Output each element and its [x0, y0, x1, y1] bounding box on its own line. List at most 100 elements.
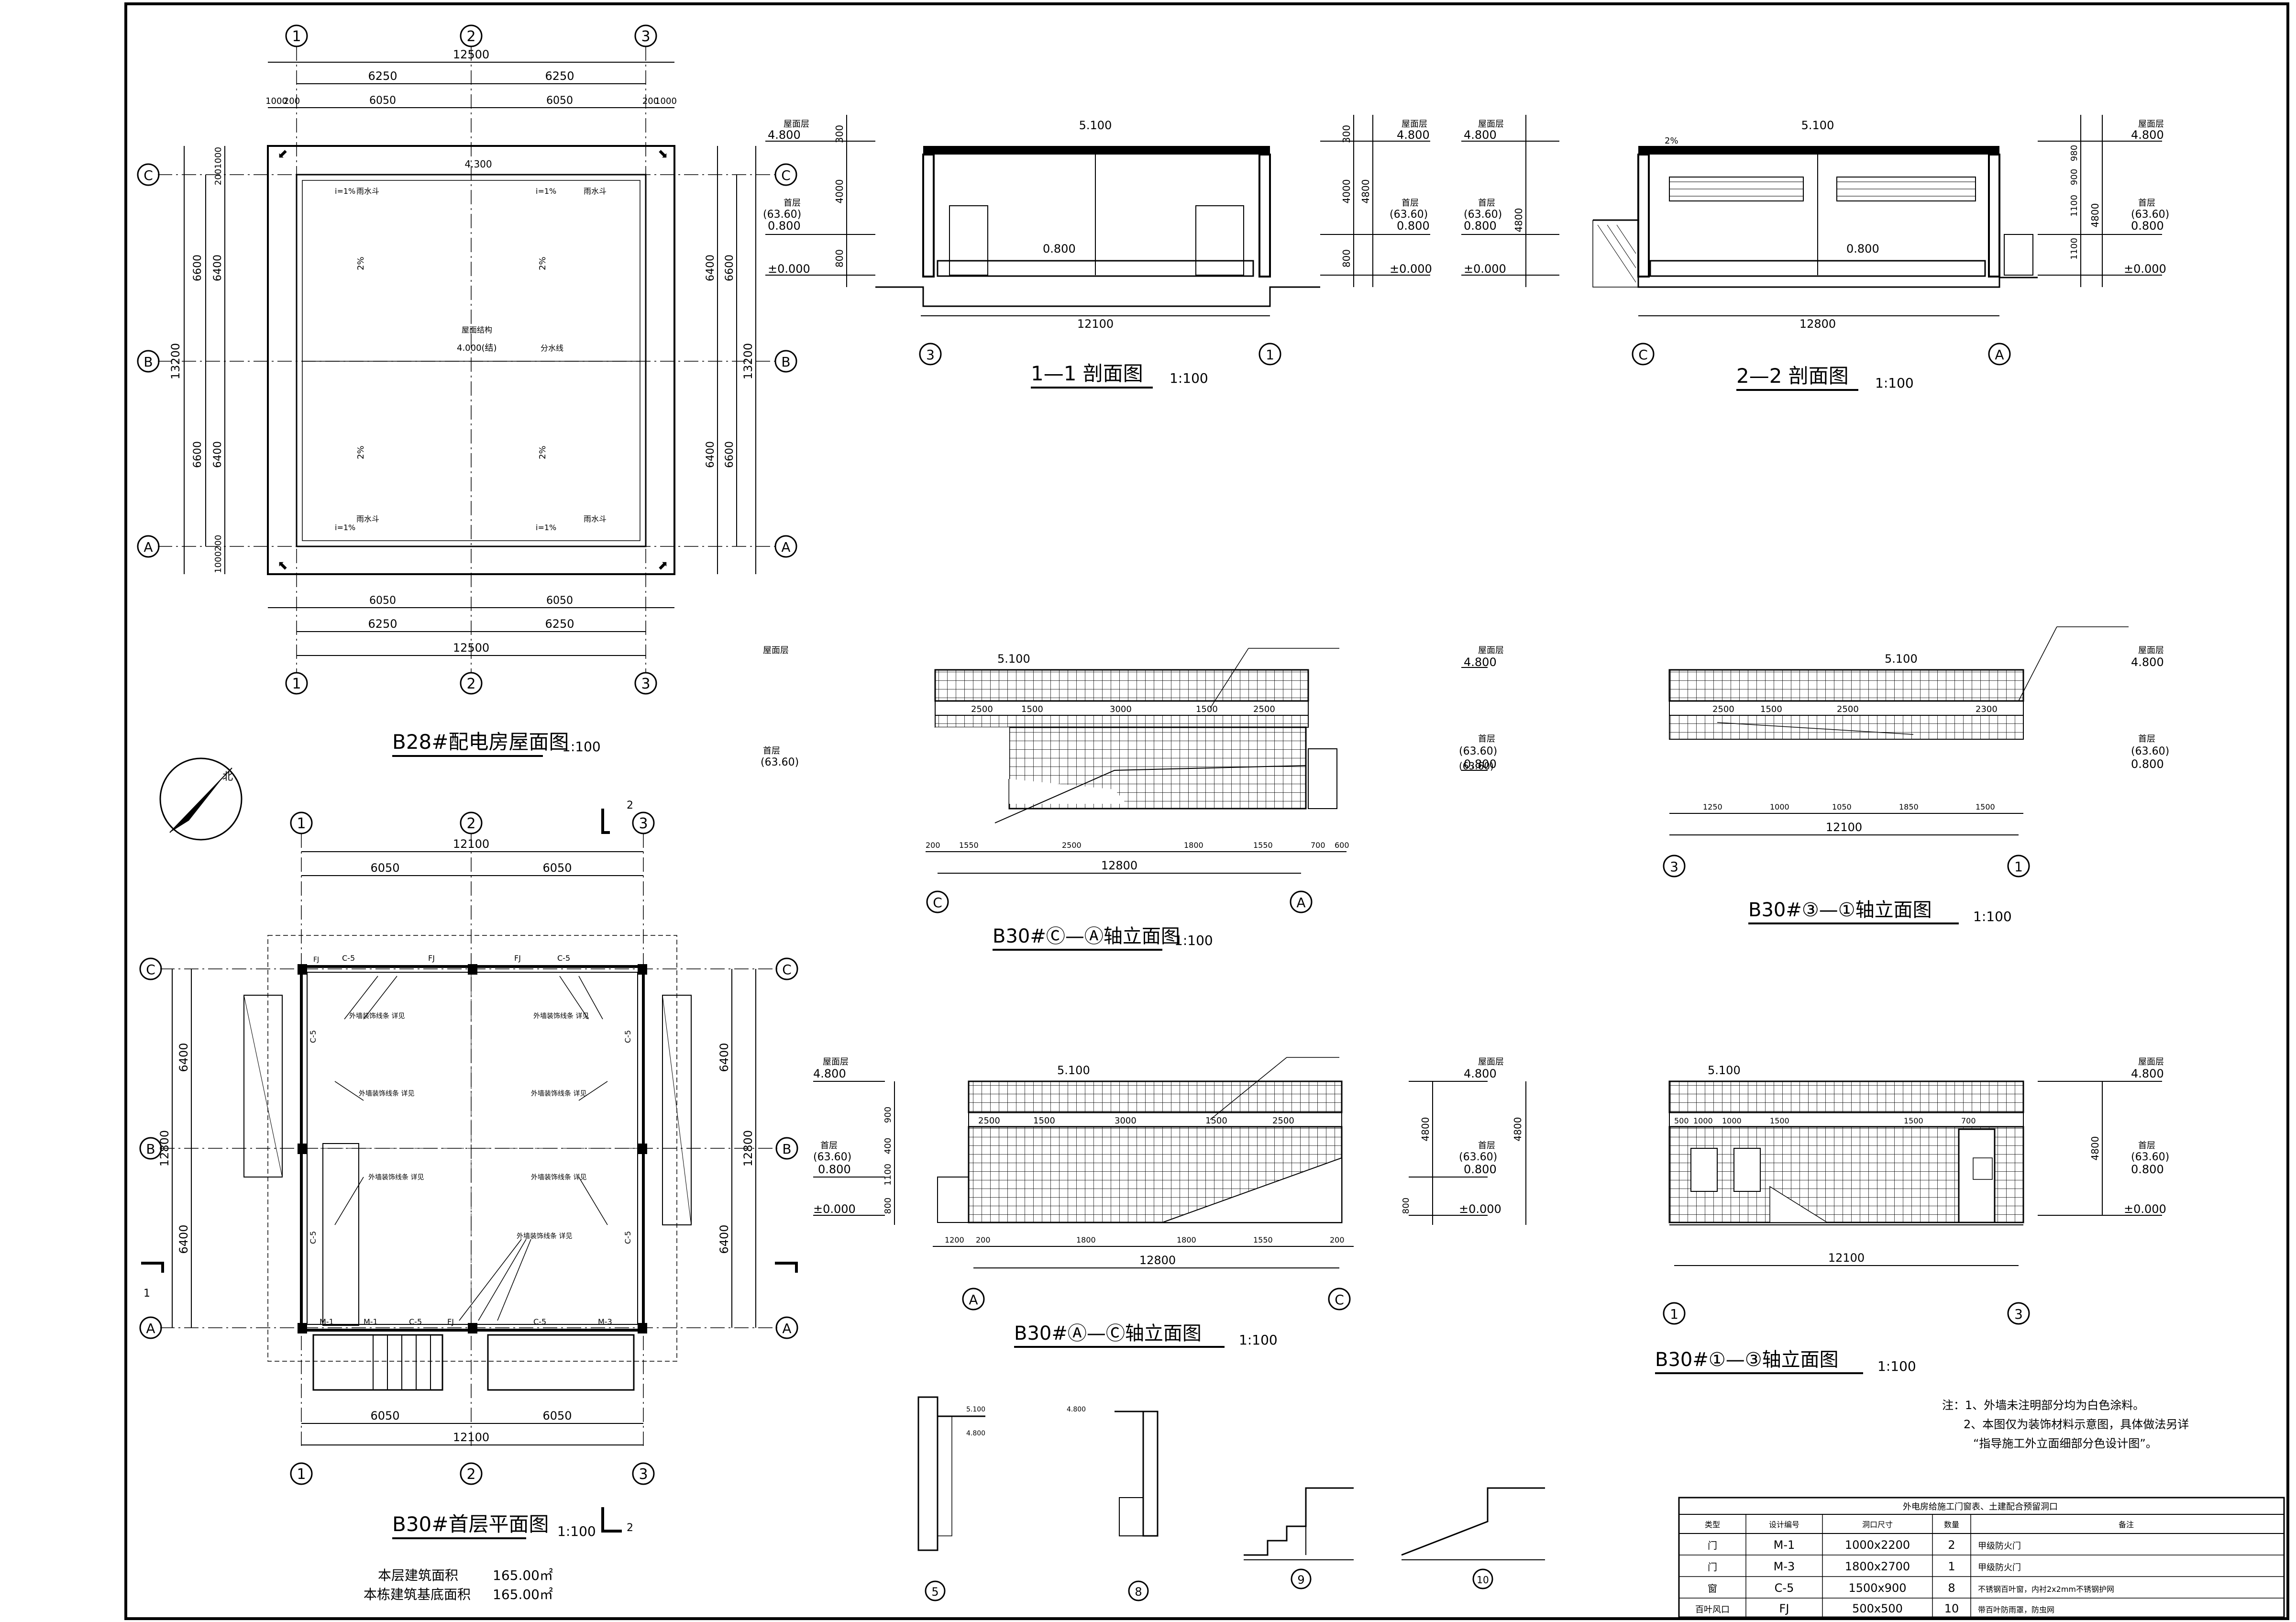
general-notes: 注：1、外墙未注明部分均为白色涂料。 2、本图仅为装饰材料示意图，具体做法另详 … — [1942, 1399, 2189, 1450]
svg-text:1:100: 1:100 — [1170, 370, 1208, 386]
axis-A-right: A — [774, 535, 797, 558]
detail-10-mark: 10 — [1472, 1568, 1493, 1589]
svg-text:2300: 2300 — [1976, 704, 1998, 714]
floor-area-value: 165.00㎡ — [493, 1567, 553, 1583]
svg-text:C: C — [782, 962, 792, 978]
svg-text:A: A — [146, 1321, 155, 1336]
axis-2-fp-top: 2 — [460, 811, 483, 834]
svg-text:1800x2700: 1800x2700 — [1845, 1560, 1910, 1573]
section-2-title: 2—2 剖面图 — [1736, 364, 1849, 388]
svg-text:200: 200 — [284, 96, 300, 106]
svg-text:6250: 6250 — [368, 617, 397, 631]
svg-text:200: 200 — [1330, 1235, 1345, 1244]
elevation-3-1: 屋面层 4.800 首层 (63.60) 0.800 (63.60) 5.100… — [1459, 626, 2169, 924]
axis-1-elev31: 1 — [2007, 855, 2030, 878]
svg-text:4.800: 4.800 — [768, 128, 801, 142]
svg-text:1000: 1000 — [213, 551, 223, 573]
axis-3-sec1: 3 — [919, 343, 942, 366]
svg-text:2: 2 — [627, 800, 633, 811]
svg-text:900: 900 — [2069, 169, 2079, 185]
svg-text:(63.60): (63.60) — [1464, 209, 1502, 221]
svg-text:200: 200 — [926, 841, 940, 850]
svg-text:数量: 数量 — [1944, 1520, 1959, 1529]
schedule-row: 门 M-3 1800x2700 1 甲级防火门 — [1708, 1560, 2021, 1573]
svg-text:1: 1 — [297, 1466, 306, 1483]
svg-text:4800: 4800 — [1513, 208, 1524, 233]
svg-text:6400: 6400 — [705, 441, 717, 468]
svg-text:C: C — [144, 167, 153, 183]
svg-text:4.800: 4.800 — [813, 1067, 846, 1080]
axis-3-elev13: 3 — [2007, 1302, 2030, 1325]
svg-text:2500: 2500 — [978, 1116, 1000, 1126]
axis-3-bottom: 3 — [634, 672, 657, 695]
floor-plan: 1 2 3 12100 6050 6050 2 C-5 — [139, 800, 798, 1602]
svg-text:1: 1 — [292, 676, 301, 692]
svg-text:A: A — [782, 1321, 791, 1336]
svg-text:12800: 12800 — [158, 1130, 171, 1167]
roof-plan: 1 2 3 12500 6250 6250 1000 200 6050 6050… — [137, 24, 797, 757]
svg-text:C: C — [1638, 347, 1648, 363]
svg-text:C: C — [1335, 1292, 1344, 1308]
axis-1-fp-bottom: 1 — [290, 1462, 313, 1485]
svg-text:6400: 6400 — [177, 1043, 190, 1072]
svg-text:C-5: C-5 — [309, 1030, 318, 1043]
svg-text:B: B — [144, 354, 153, 370]
floor-area-label: 本层建筑面积 — [378, 1567, 458, 1583]
svg-text:C-5: C-5 — [1775, 1581, 1794, 1595]
svg-text:10: 10 — [1477, 1574, 1489, 1586]
elevation-C-A: 屋面层 首层 (63.60) 5.100 2500 1500 3000 1500… — [761, 645, 1349, 951]
svg-text:0.800: 0.800 — [768, 219, 801, 233]
svg-text:1000: 1000 — [655, 96, 677, 106]
svg-text:B: B — [781, 354, 790, 370]
svg-text:10: 10 — [1944, 1602, 1959, 1615]
axis-2-top: 2 — [460, 24, 483, 47]
svg-text:分水线: 分水线 — [541, 344, 563, 353]
svg-text:2: 2 — [627, 1522, 633, 1534]
svg-text:5.100: 5.100 — [966, 1406, 985, 1413]
svg-text:2500: 2500 — [1272, 1116, 1294, 1126]
svg-text:2: 2 — [466, 28, 475, 45]
detail-9-mark: 9 — [1291, 1568, 1312, 1589]
svg-text:4800: 4800 — [2089, 203, 2101, 228]
svg-text:500: 500 — [1674, 1116, 1689, 1125]
svg-text:4000: 4000 — [834, 179, 845, 204]
svg-text:屋面层: 屋面层 — [763, 645, 789, 655]
svg-text:2: 2 — [466, 676, 475, 692]
axis-1-sec1: 1 — [1258, 343, 1281, 366]
north-arrow: 北 — [159, 757, 243, 841]
svg-text:首层: 首层 — [820, 1141, 838, 1151]
svg-text:6250: 6250 — [545, 617, 574, 631]
svg-text:C-5: C-5 — [623, 1231, 632, 1244]
svg-text:FJ: FJ — [514, 954, 521, 963]
svg-text:5.100: 5.100 — [1057, 1064, 1090, 1077]
svg-text:M-3: M-3 — [598, 1317, 612, 1326]
svg-text:4.800: 4.800 — [1464, 655, 1497, 669]
svg-text:1250: 1250 — [1703, 802, 1722, 811]
svg-text:屋面层: 屋面层 — [2138, 119, 2164, 129]
svg-text:1000: 1000 — [1722, 1116, 1742, 1125]
svg-text:外墙装饰线条 详见: 外墙装饰线条 详见 — [368, 1173, 424, 1181]
svg-text:⬋: ⬋ — [277, 147, 288, 161]
axis-2-bottom: 2 — [460, 672, 483, 695]
svg-text:4.800: 4.800 — [966, 1430, 985, 1437]
svg-text:9: 9 — [1297, 1573, 1304, 1587]
svg-text:3: 3 — [641, 676, 650, 692]
svg-text:A: A — [1995, 347, 2004, 363]
section-1-title: 1—1 剖面图 — [1031, 362, 1143, 385]
svg-text:首层: 首层 — [1478, 198, 1495, 208]
svg-text:6050: 6050 — [369, 95, 396, 107]
svg-text:2500: 2500 — [1062, 841, 1082, 850]
svg-text:A: A — [144, 539, 153, 555]
base-area-label: 本栋建筑基底面积 — [364, 1587, 471, 1602]
svg-text:4800: 4800 — [1512, 1117, 1523, 1142]
svg-text:5.100: 5.100 — [1708, 1064, 1741, 1077]
svg-text:4.800: 4.800 — [2131, 655, 2164, 669]
svg-text:13200: 13200 — [741, 343, 755, 379]
svg-text:1: 1 — [1670, 1306, 1678, 1322]
svg-text:1000: 1000 — [1770, 802, 1789, 811]
svg-text:4.800: 4.800 — [1397, 128, 1430, 142]
axis-3-elev31: 3 — [1663, 855, 1686, 878]
section-1-1: 屋面层 4.800 首层 (63.60) 0.800 ±0.000 300 40… — [763, 115, 1432, 389]
svg-text:800: 800 — [883, 1198, 893, 1214]
svg-text:A: A — [969, 1292, 978, 1308]
